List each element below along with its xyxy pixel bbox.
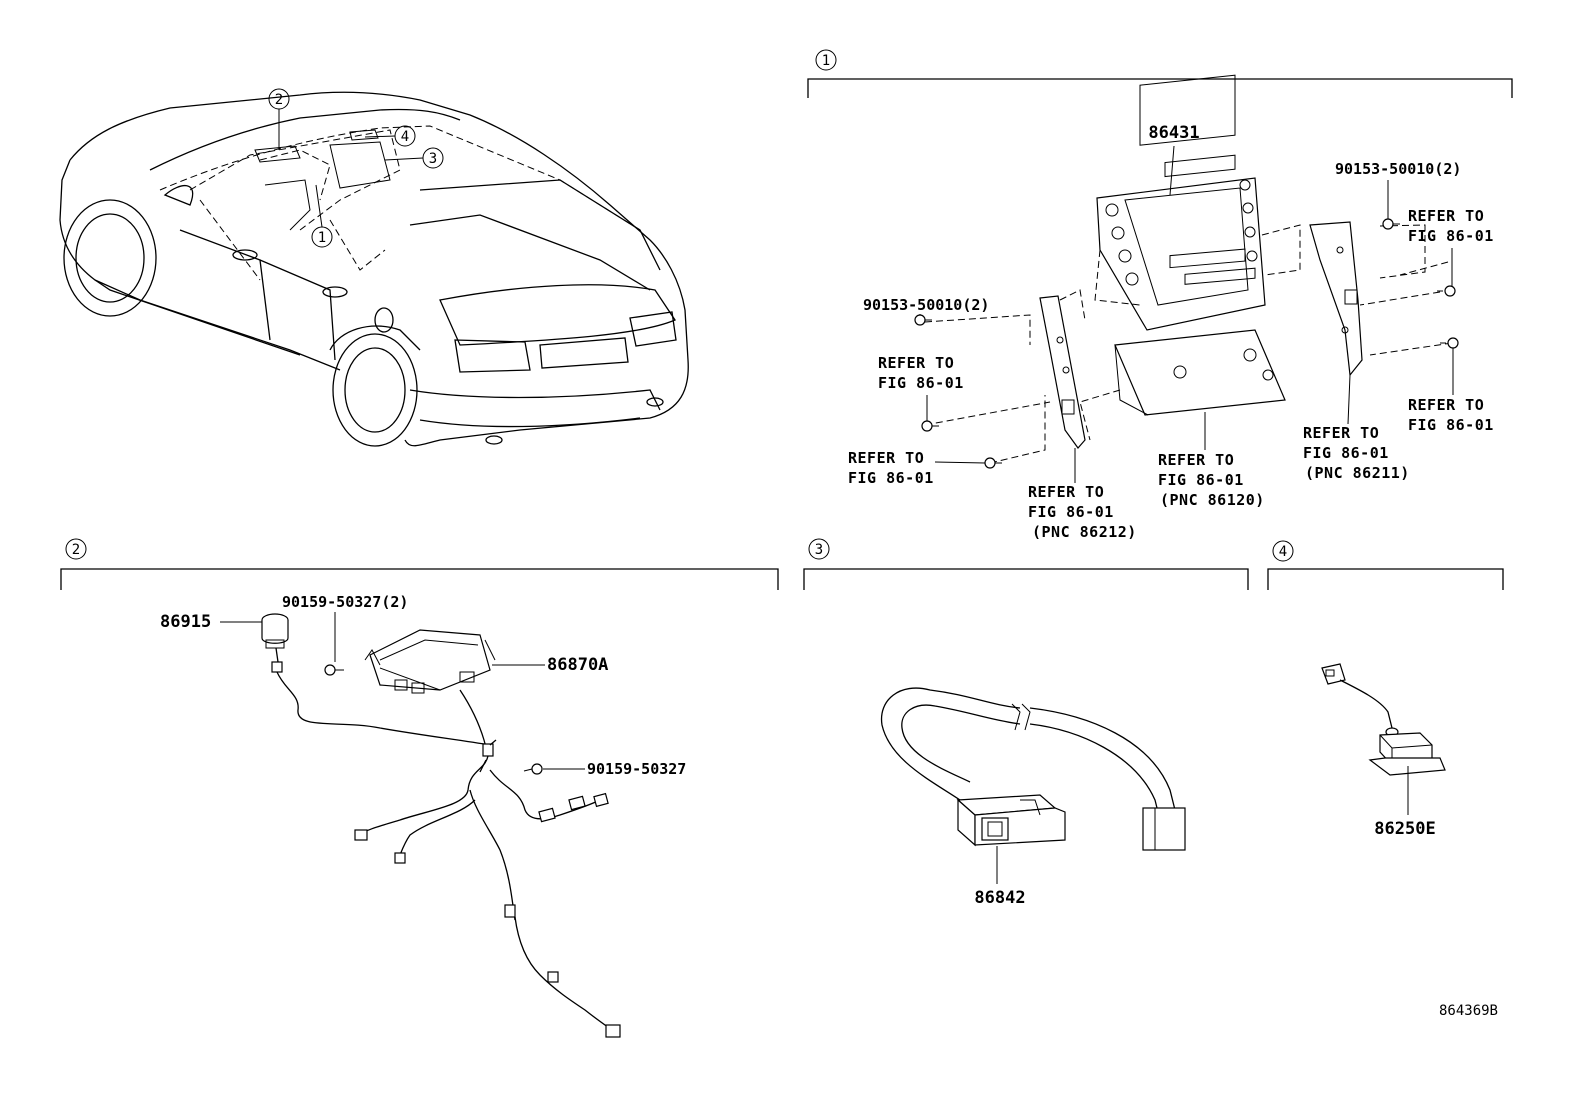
ref-bracket-right-line3: (PNC 86211) bbox=[1305, 464, 1410, 482]
screw-90159-50327-pair-label: 90159-50327(2) bbox=[282, 593, 408, 611]
section-1-marker bbox=[815, 49, 837, 71]
section-2-label: 2 bbox=[72, 542, 80, 558]
callout-3: 3 bbox=[429, 151, 437, 167]
ref-bracket-right-line1: REFER TO bbox=[1303, 424, 1379, 442]
screw-icon bbox=[324, 664, 543, 775]
bolt-icon bbox=[914, 218, 1459, 469]
bolt-90153-50010-right-label: 90153-50010(2) bbox=[1335, 160, 1461, 178]
section-4: 4 86250E bbox=[1267, 540, 1504, 839]
ref-unit-line1: REFER TO bbox=[1158, 451, 1234, 469]
ref-bracket-left-line1: REFER TO bbox=[1028, 483, 1104, 501]
section-1-label: 1 bbox=[822, 53, 830, 69]
diagram-number: 864369B bbox=[1439, 1003, 1498, 1019]
left-bracket bbox=[1039, 295, 1086, 449]
section-3-label: 3 bbox=[815, 542, 823, 558]
ref-left-low-line1: REFER TO bbox=[848, 449, 924, 467]
ref-left-mid-line2: FIG 86-01 bbox=[878, 374, 964, 392]
section-2-marker bbox=[65, 538, 87, 560]
head-unit bbox=[1079, 248, 1286, 441]
ref-left-low-line2: FIG 86-01 bbox=[848, 469, 934, 487]
car-callouts: 2 4 3 1 bbox=[268, 88, 444, 248]
ref-right-top-line1: REFER TO bbox=[1408, 207, 1484, 225]
part-86250E-label: 86250E bbox=[1374, 819, 1435, 839]
ref-right-top-line2: FIG 86-01 bbox=[1408, 227, 1494, 245]
section-4-label: 4 bbox=[1279, 544, 1287, 560]
ref-left-mid-line1: REFER TO bbox=[878, 354, 954, 372]
bolt-90153-50010-left-label: 90153-50010(2) bbox=[863, 296, 989, 314]
ref-right-mid-line1: REFER TO bbox=[1408, 396, 1484, 414]
callout-4: 4 bbox=[401, 129, 409, 145]
car-illustration bbox=[59, 91, 689, 447]
cable-86842 bbox=[880, 687, 1186, 851]
right-bracket bbox=[1309, 221, 1363, 377]
ref-right-mid-line2: FIG 86-01 bbox=[1408, 416, 1494, 434]
callout-1: 1 bbox=[318, 230, 326, 246]
screw-90159-50327-label: 90159-50327 bbox=[587, 760, 686, 778]
part-86870A-label: 86870A bbox=[547, 655, 608, 675]
microphone-86915 bbox=[261, 613, 289, 673]
part-86431-label: 86431 bbox=[1148, 123, 1199, 143]
ref-unit-line3: (PNC 86120) bbox=[1160, 491, 1265, 509]
amplifier-86870A bbox=[364, 629, 496, 694]
connector-icon bbox=[1325, 669, 1335, 677]
section-3-marker bbox=[808, 538, 830, 560]
ref-bracket-left-line2: FIG 86-01 bbox=[1028, 503, 1114, 521]
wire-harness bbox=[276, 671, 621, 1038]
section-3: 3 86842 bbox=[803, 538, 1249, 908]
sensor-86250E bbox=[1321, 663, 1446, 776]
display-panel-86431 bbox=[1094, 74, 1266, 331]
section-4-marker bbox=[1272, 540, 1294, 562]
ref-bracket-left-line3: (PNC 86212) bbox=[1032, 523, 1137, 541]
part-86915-label: 86915 bbox=[160, 612, 211, 632]
callout-2: 2 bbox=[275, 92, 283, 108]
part-86842-label: 86842 bbox=[974, 888, 1025, 908]
section-2: 2 86915 90159-50327(2) 86870A bbox=[60, 538, 779, 1038]
ref-unit-line2: FIG 86-01 bbox=[1158, 471, 1244, 489]
section-1: 1 86431 bbox=[807, 49, 1513, 541]
ref-bracket-right-line2: FIG 86-01 bbox=[1303, 444, 1389, 462]
